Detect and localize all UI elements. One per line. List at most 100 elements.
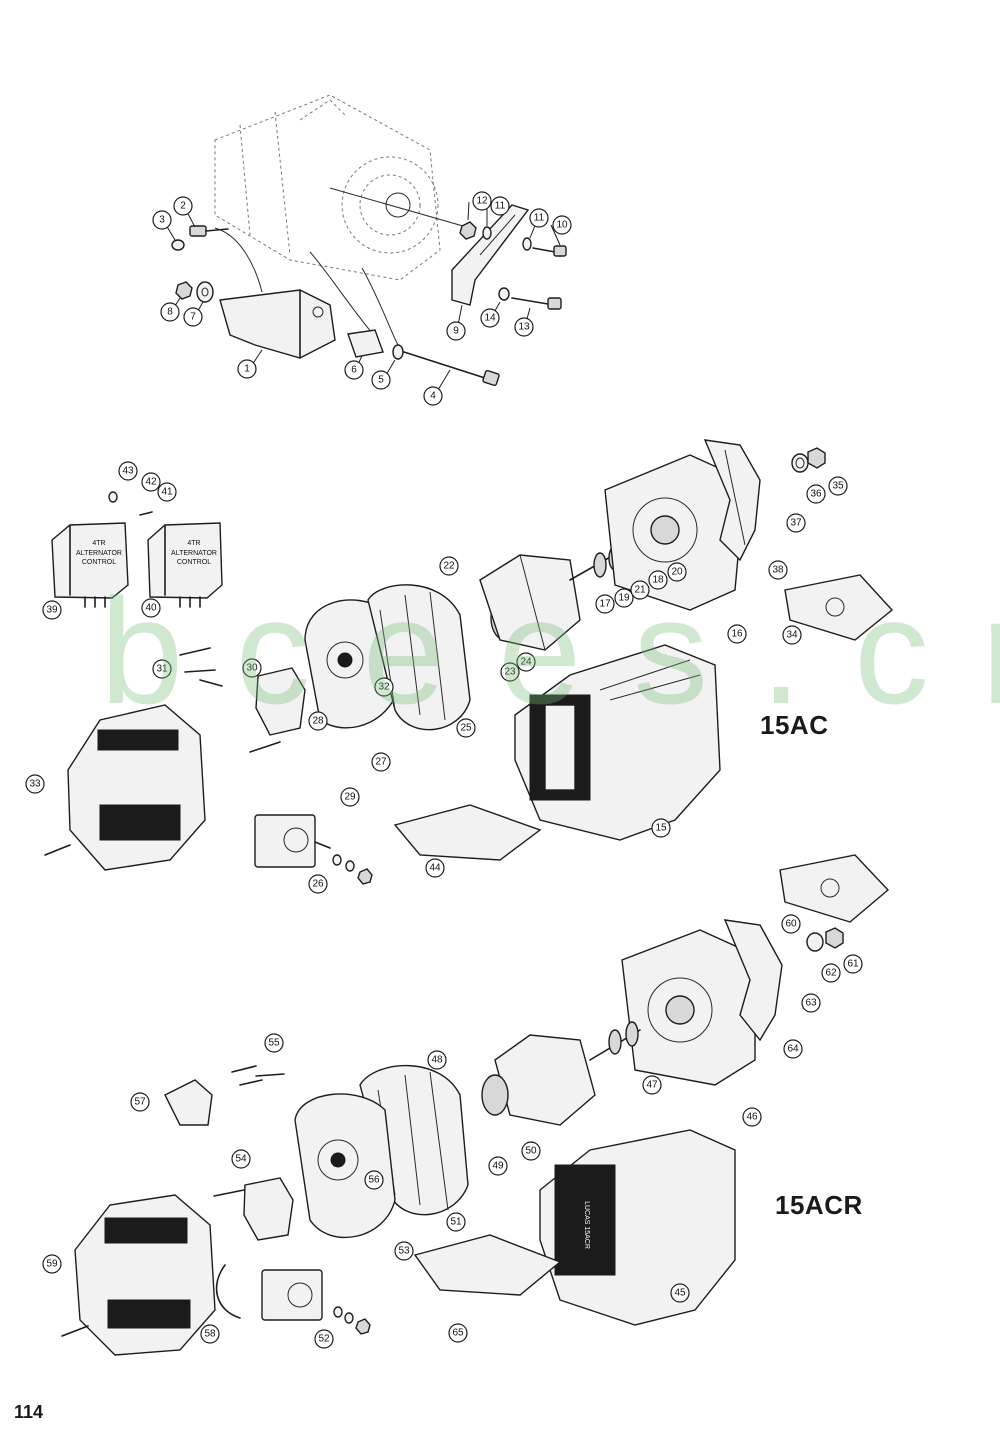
- svg-text:33: 33: [29, 779, 41, 790]
- svg-text:65: 65: [452, 1328, 464, 1339]
- callout: 1: [237, 359, 257, 379]
- svg-text:26: 26: [312, 879, 324, 890]
- callout: 9: [446, 321, 466, 341]
- callout: 3: [152, 210, 172, 230]
- svg-text:21: 21: [634, 585, 646, 596]
- callout: 56: [364, 1170, 384, 1190]
- callout: 60: [781, 914, 801, 934]
- callout: 55: [264, 1033, 284, 1053]
- unit-40-line1: 4TR: [187, 540, 200, 547]
- unit-39-line3: CONTROL: [82, 559, 116, 566]
- callout: 44: [425, 858, 445, 878]
- page-number: 114: [14, 1402, 44, 1422]
- callout: 2: [173, 196, 193, 216]
- svg-text:11: 11: [495, 201, 506, 212]
- callout: 64: [783, 1039, 803, 1059]
- svg-text:8: 8: [167, 307, 173, 318]
- svg-text:41: 41: [161, 487, 173, 498]
- svg-text:64: 64: [787, 1044, 799, 1055]
- callout: 34: [782, 625, 802, 645]
- alternator-15ac-assembly: 4TR ALTERNATOR CONTROL 4TR ALTERNATOR CO…: [44, 439, 894, 885]
- unit-39-line1: 4TR: [92, 540, 105, 547]
- callout: 37: [786, 513, 806, 533]
- svg-text:18: 18: [652, 575, 664, 586]
- callout: 28: [308, 711, 328, 731]
- callout: 17: [595, 594, 615, 614]
- callout: 26: [308, 874, 328, 894]
- callouts-15acr: 45 46 47 48 49 50 51 52 53 54 55 56 57 5…: [42, 914, 863, 1349]
- svg-text:61: 61: [847, 959, 859, 970]
- callout: 62: [821, 963, 841, 983]
- callout: 20: [667, 562, 687, 582]
- svg-text:11: 11: [534, 213, 545, 224]
- svg-text:44: 44: [429, 863, 441, 874]
- svg-text:38: 38: [772, 565, 784, 576]
- callout: 35: [828, 476, 848, 496]
- callout: 40: [141, 598, 161, 618]
- callout: 65: [448, 1323, 468, 1343]
- callout: 36: [806, 484, 826, 504]
- callout: 52: [314, 1329, 334, 1349]
- callout: 25: [456, 718, 476, 738]
- callout: 4: [423, 386, 443, 406]
- svg-text:4: 4: [430, 391, 436, 402]
- callout: 54: [231, 1149, 251, 1169]
- model-label-15ac: 15AC: [760, 710, 829, 740]
- callout: 51: [446, 1212, 466, 1232]
- svg-text:37: 37: [790, 518, 802, 529]
- callout: 24: [516, 652, 536, 672]
- callout: 29: [340, 787, 360, 807]
- callout: 49: [488, 1156, 508, 1176]
- unit-40-line2: ALTERNATOR: [171, 550, 217, 557]
- svg-text:30: 30: [246, 663, 258, 674]
- svg-text:40: 40: [145, 603, 157, 614]
- svg-text:28: 28: [312, 716, 324, 727]
- svg-text:55: 55: [268, 1038, 280, 1049]
- mounting-assembly: [171, 94, 567, 387]
- model-label-15acr: 15ACR: [775, 1190, 863, 1220]
- svg-text:43: 43: [122, 466, 134, 477]
- callout: 38: [768, 560, 788, 580]
- callout: 18: [648, 570, 668, 590]
- svg-text:20: 20: [671, 567, 683, 578]
- svg-text:32: 32: [378, 682, 390, 693]
- svg-text:19: 19: [618, 593, 630, 604]
- svg-text:58: 58: [204, 1329, 216, 1340]
- callout: 19: [614, 588, 634, 608]
- svg-text:45: 45: [674, 1288, 686, 1299]
- callout: 22: [439, 556, 459, 576]
- callout: 8: [160, 302, 180, 322]
- alternator-outline-faint: [214, 94, 441, 281]
- unit-39-line2: ALTERNATOR: [76, 550, 122, 557]
- svg-text:14: 14: [484, 313, 496, 324]
- callout: 16: [727, 624, 747, 644]
- svg-text:49: 49: [492, 1161, 504, 1172]
- svg-text:2: 2: [180, 201, 186, 212]
- callout: 31: [152, 659, 172, 679]
- unit-40-line3: CONTROL: [177, 559, 211, 566]
- alternator-15acr-assembly: LUCAS 15ACR: [61, 854, 890, 1356]
- svg-text:62: 62: [825, 968, 837, 979]
- callout: 7: [183, 307, 203, 327]
- svg-text:42: 42: [145, 477, 157, 488]
- callout: 11: [490, 196, 510, 216]
- callout: 32: [374, 677, 394, 697]
- svg-text:35: 35: [832, 481, 844, 492]
- brand-marking-45: LUCAS 15ACR: [583, 1201, 590, 1249]
- svg-text:10: 10: [556, 220, 568, 231]
- svg-text:63: 63: [805, 998, 817, 1009]
- svg-text:54: 54: [235, 1154, 247, 1165]
- callout: 63: [801, 993, 821, 1013]
- svg-text:51: 51: [450, 1217, 462, 1228]
- callout: 58: [200, 1324, 220, 1344]
- callout: 41: [157, 482, 177, 502]
- svg-text:53: 53: [398, 1246, 410, 1257]
- svg-text:31: 31: [156, 664, 168, 675]
- svg-text:60: 60: [785, 919, 797, 930]
- control-unit-39: 4TR ALTERNATOR CONTROL: [51, 522, 129, 608]
- svg-text:59: 59: [46, 1259, 58, 1270]
- callouts-15ac: 15 16 17 18 19 20 21 22 23 24 25 26 27 2…: [25, 461, 848, 894]
- callout: 12: [472, 191, 492, 211]
- svg-text:27: 27: [375, 757, 387, 768]
